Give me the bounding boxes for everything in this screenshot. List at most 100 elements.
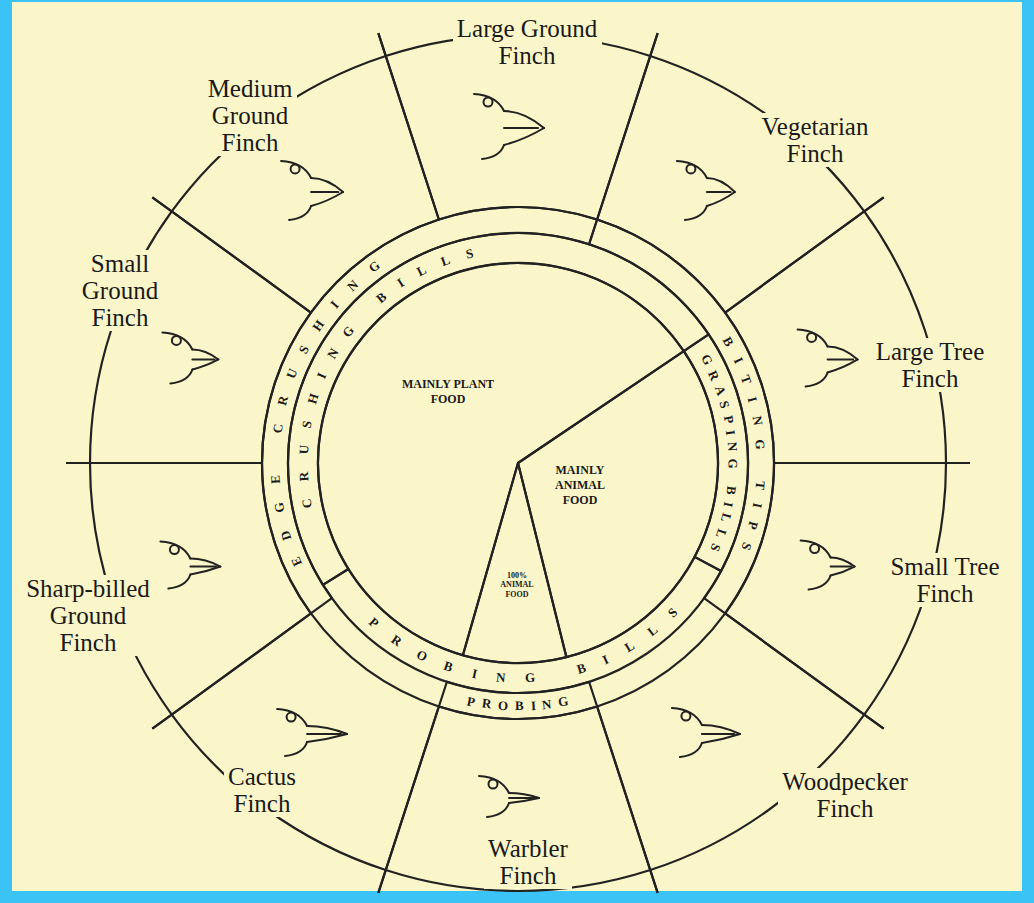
sector-outline bbox=[722, 194, 973, 466]
lower-mandible bbox=[509, 798, 539, 803]
upper-mandible bbox=[828, 346, 858, 359]
bird-chin bbox=[168, 575, 190, 589]
arc-letter: B bbox=[373, 290, 388, 306]
sector-border bbox=[589, 220, 774, 614]
diet-label: MAINLY ANIMAL FOOD bbox=[554, 463, 606, 508]
finch-sector: Medium Ground Finch bbox=[149, 30, 442, 316]
finch-name: Large Ground Finch bbox=[453, 15, 602, 69]
diet-sector: 100% ANIMAL FOOD bbox=[459, 460, 570, 666]
arc-letter: S bbox=[718, 400, 732, 410]
beak-icon bbox=[672, 708, 740, 757]
bird-head bbox=[474, 94, 504, 111]
arc-letter: N bbox=[542, 697, 553, 711]
sector-outline-group bbox=[589, 220, 774, 614]
arc-letter: L bbox=[415, 263, 429, 279]
arc-letter: L bbox=[622, 639, 636, 655]
diet-label: MAINLY PLANT FOOD bbox=[401, 377, 496, 407]
arc-letter: S bbox=[739, 541, 754, 552]
finch-sector: Vegetarian Finch bbox=[594, 30, 887, 316]
bill-type-label: PROBING BILLS bbox=[367, 605, 680, 685]
sector-outline-group bbox=[597, 613, 884, 892]
arc-letter: I bbox=[746, 395, 760, 403]
divider-line bbox=[650, 33, 883, 211]
sector-outline bbox=[515, 348, 721, 661]
sector-border bbox=[172, 613, 439, 870]
arc-letter: G bbox=[367, 259, 383, 275]
beak-icon bbox=[798, 329, 858, 386]
arc-letter: E bbox=[288, 555, 303, 568]
diet-label: 100% ANIMAL FOOD bbox=[499, 571, 535, 600]
arc-letter: E bbox=[269, 474, 283, 484]
divider-line bbox=[864, 197, 970, 463]
sector-border bbox=[463, 463, 567, 663]
bill-gape bbox=[192, 358, 214, 360]
sector-border bbox=[323, 557, 721, 693]
sector-outline bbox=[594, 610, 887, 896]
sector-outline-group bbox=[378, 706, 657, 892]
arc-letter: P bbox=[367, 615, 382, 630]
arc-letter: S bbox=[666, 605, 680, 619]
beak-icon bbox=[160, 542, 220, 589]
lower-mandible bbox=[707, 192, 735, 206]
arc-letter: I bbox=[731, 355, 745, 365]
sector-outline bbox=[594, 30, 887, 316]
finch-name: Small Ground Finch bbox=[78, 250, 163, 331]
divider-line bbox=[66, 197, 172, 463]
bill-type-label: GRASPING BILLS bbox=[699, 352, 740, 554]
arc-letter: I bbox=[470, 667, 478, 681]
divider-line bbox=[152, 33, 385, 211]
lower-mandible bbox=[311, 192, 343, 206]
arc-letter: L bbox=[645, 623, 660, 639]
lower-mandible bbox=[307, 734, 347, 742]
bird-head bbox=[801, 541, 831, 558]
bird-chin bbox=[809, 576, 831, 590]
finch-sector: Small Tree Finch bbox=[722, 460, 973, 732]
finch-name: Vegetarian Finch bbox=[758, 113, 873, 167]
bill-gape bbox=[307, 733, 341, 735]
beak-icon bbox=[474, 94, 544, 159]
upper-mandible bbox=[509, 793, 539, 798]
sector-outline-group bbox=[323, 557, 721, 693]
arc-letter: S bbox=[465, 246, 475, 260]
arc-letter: I bbox=[724, 429, 738, 436]
arc-letter: D bbox=[278, 529, 293, 542]
sector-outline-group bbox=[152, 33, 439, 312]
sector-border bbox=[597, 56, 864, 313]
bird-head bbox=[672, 708, 702, 725]
sector-outline bbox=[586, 216, 777, 617]
divider-line bbox=[152, 715, 385, 893]
arc-letter bbox=[754, 463, 767, 466]
arc-letter: G bbox=[753, 439, 767, 450]
finch-name: Sharp-billed Ground Finch bbox=[22, 575, 154, 656]
finch-sector: Sharp-billed Ground Finch bbox=[63, 460, 314, 732]
bill-gape bbox=[190, 566, 216, 568]
bird-head bbox=[798, 329, 828, 346]
arc-letter: A bbox=[713, 384, 728, 397]
arc-letter: R bbox=[389, 632, 404, 648]
finch-name: Woodpecker Finch bbox=[778, 768, 912, 822]
arc-letter: N bbox=[344, 277, 360, 293]
arc-letter bbox=[553, 668, 559, 681]
bill-gape bbox=[311, 191, 338, 193]
arc-letter: H bbox=[310, 317, 326, 333]
arc-letter: G bbox=[557, 694, 569, 709]
sector-outline-group bbox=[518, 351, 718, 657]
beak-icon bbox=[801, 541, 855, 590]
sector-outline-group bbox=[463, 463, 567, 663]
arc-letter: R bbox=[297, 471, 311, 481]
arc-letter: L bbox=[718, 512, 733, 524]
arc-letter: B bbox=[515, 699, 524, 712]
arc-letter: N bbox=[726, 442, 740, 452]
bill-band: BITING TIPS bbox=[586, 216, 777, 617]
bill-gape bbox=[504, 127, 538, 129]
lower-mandible bbox=[504, 128, 544, 145]
arc-letter: I bbox=[327, 298, 340, 310]
sector-border bbox=[386, 706, 651, 891]
sector-outline-group bbox=[262, 207, 597, 613]
upper-mandible bbox=[190, 559, 220, 567]
arc-letter: I bbox=[395, 276, 406, 290]
arc-letter: G bbox=[699, 352, 715, 367]
arc-letter bbox=[726, 476, 739, 480]
sector-outline-group bbox=[597, 33, 884, 312]
